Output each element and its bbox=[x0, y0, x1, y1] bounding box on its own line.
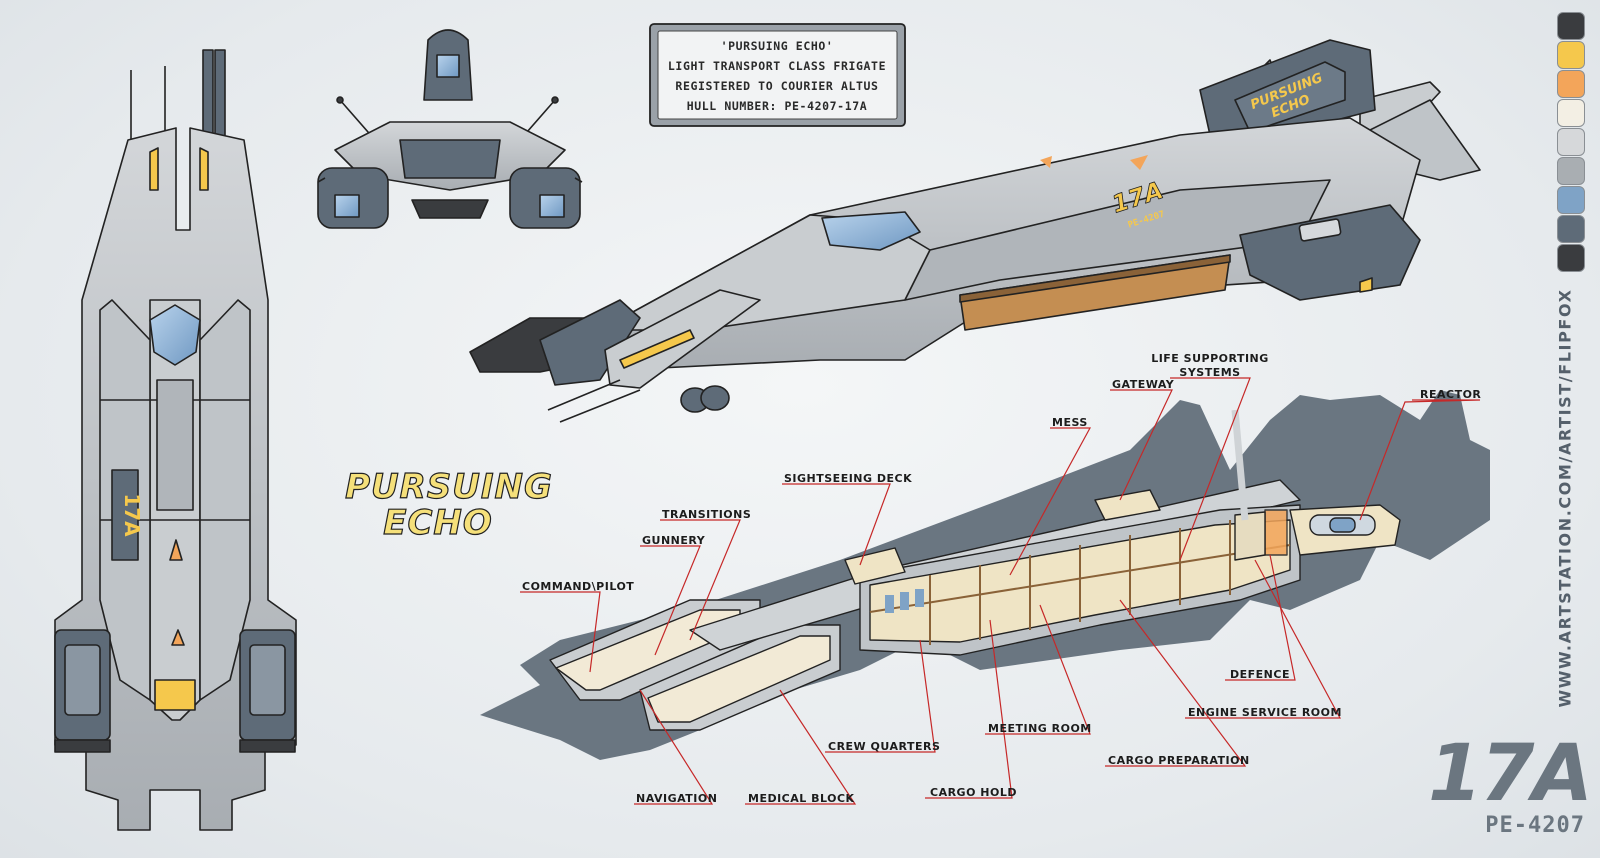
top-view-cockpit-glass bbox=[149, 304, 201, 366]
hull-code-large: 17A bbox=[1428, 729, 1593, 819]
top-view-code-panel bbox=[111, 469, 139, 561]
palette-swatch bbox=[1557, 12, 1585, 40]
info-plate: 'PURSUING ECHO' LIGHT TRANSPORT CLASS FR… bbox=[649, 23, 906, 127]
front-view-ship bbox=[317, 29, 583, 229]
label-defence: DEFENCE bbox=[1230, 668, 1290, 681]
palette-swatch bbox=[1557, 157, 1585, 185]
sightseeing-deck-cube bbox=[844, 547, 906, 585]
info-plate-line-4: HULL NUMBER: PE-4207-17A bbox=[687, 99, 868, 113]
palette-swatch bbox=[1557, 244, 1585, 272]
label-sightseeing-deck: SIGHTSEEING DECK bbox=[784, 472, 912, 485]
top-view-hull-code: 17A bbox=[120, 493, 144, 537]
top-view-yellow-block bbox=[154, 679, 196, 711]
antenna-block-2 bbox=[214, 49, 226, 141]
label-meeting-room: MEETING ROOM bbox=[988, 722, 1092, 735]
artist-credit: WWW.ARTSTATION.COM/ARTIST/FLIPFOX bbox=[1553, 270, 1577, 725]
ship-title-line-2: ECHO bbox=[383, 503, 493, 543]
top-view-ship: 17A bbox=[54, 49, 297, 831]
palette-swatch bbox=[1557, 128, 1585, 156]
label-cargo-hold: CARGO HOLD bbox=[930, 786, 1017, 799]
label-engine-service-room: ENGINE SERVICE ROOM bbox=[1188, 706, 1342, 719]
artist-credit-text: WWW.ARTSTATION.COM/ARTIST/FLIPFOX bbox=[1555, 287, 1575, 708]
info-plate-line-1: 'PURSUING ECHO' bbox=[721, 39, 834, 53]
palette-swatch bbox=[1557, 186, 1585, 214]
label-cargo-preparation: CARGO PREPARATION bbox=[1108, 754, 1250, 767]
palette-swatch bbox=[1557, 41, 1585, 69]
label-gateway: GATEWAY bbox=[1112, 378, 1175, 391]
label-medical-block: MEDICAL BLOCK bbox=[748, 792, 855, 805]
perspective-view-ship: PURSUING ECHO 17A PE-4207 bbox=[469, 39, 1481, 423]
palette-swatch bbox=[1557, 70, 1585, 98]
antenna-block bbox=[202, 49, 214, 141]
label-navigation: NAVIGATION bbox=[636, 792, 717, 805]
label-command-pilot: COMMAND\PILOT bbox=[522, 580, 634, 593]
lower-engine-block bbox=[1239, 204, 1421, 301]
label-life-supporting-2: SYSTEMS bbox=[1179, 366, 1240, 379]
palette-swatch bbox=[1557, 215, 1585, 243]
info-plate-line-2: LIGHT TRANSPORT CLASS FRIGATE bbox=[668, 59, 886, 73]
cutaway-view: COMMAND\PILOT GUNNERY TRANSITIONS SIGHTS… bbox=[480, 352, 1490, 805]
cutaway-leader-lines bbox=[520, 377, 1481, 805]
label-life-supporting-1: LIFE SUPPORTING bbox=[1151, 352, 1269, 365]
label-gunnery: GUNNERY bbox=[642, 534, 706, 547]
hull-code-small: PE-4207 bbox=[1485, 813, 1585, 838]
perspective-cockpit-glass bbox=[821, 211, 921, 251]
label-reactor: REACTOR bbox=[1420, 388, 1481, 401]
label-transitions: TRANSITIONS bbox=[662, 508, 751, 521]
ship-title-line-1: PURSUING bbox=[345, 467, 553, 507]
info-plate-line-3: REGISTERED TO COURIER ALTUS bbox=[675, 79, 878, 93]
palette-swatch bbox=[1557, 99, 1585, 127]
label-crew-quarters: CREW QUARTERS bbox=[828, 740, 940, 753]
ship-title-logo: PURSUING ECHO bbox=[344, 466, 553, 543]
label-mess: MESS bbox=[1052, 416, 1088, 429]
